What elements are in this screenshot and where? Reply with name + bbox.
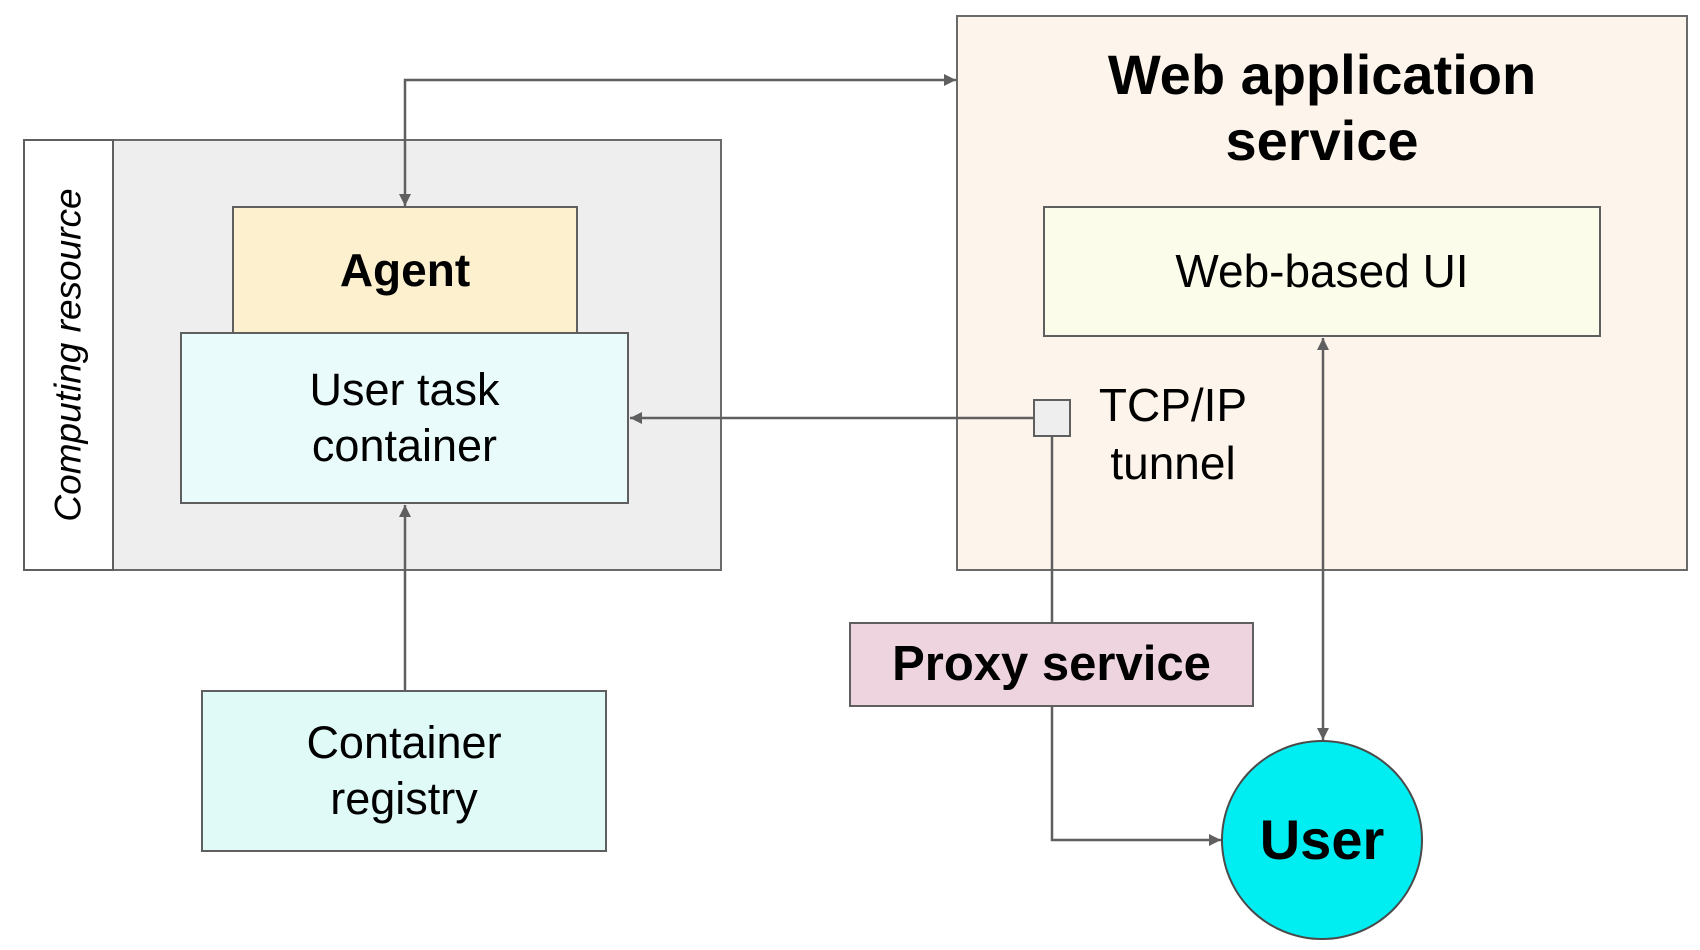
tcp-ip-tunnel-label: TCP/IP tunnel [1098, 379, 1248, 489]
web-based-ui-box: Web-based UI [1043, 206, 1601, 337]
web-based-ui-label: Web-based UI [1175, 244, 1469, 297]
computing-resource-label: Computing resource [47, 188, 89, 522]
proxy-service-box: Proxy service [849, 622, 1254, 707]
container-registry-label: Container registry [306, 716, 502, 824]
user-circle: User [1221, 740, 1423, 940]
container-registry-box: Container registry [201, 690, 607, 852]
computing-resource-tab: Computing resource [23, 139, 114, 571]
tcp-ip-tunnel-port [1033, 399, 1071, 437]
agent-label: Agent [339, 244, 471, 296]
proxy-to-user-connector [1050, 707, 1221, 846]
agent-box: Agent [232, 206, 578, 336]
user-label: User [1259, 808, 1385, 871]
web-application-service-title: Web application service [1107, 43, 1537, 173]
user-task-container-box: User task container [180, 332, 629, 504]
user-task-container-label: User task container [309, 363, 500, 471]
proxy-service-label: Proxy service [892, 636, 1211, 691]
